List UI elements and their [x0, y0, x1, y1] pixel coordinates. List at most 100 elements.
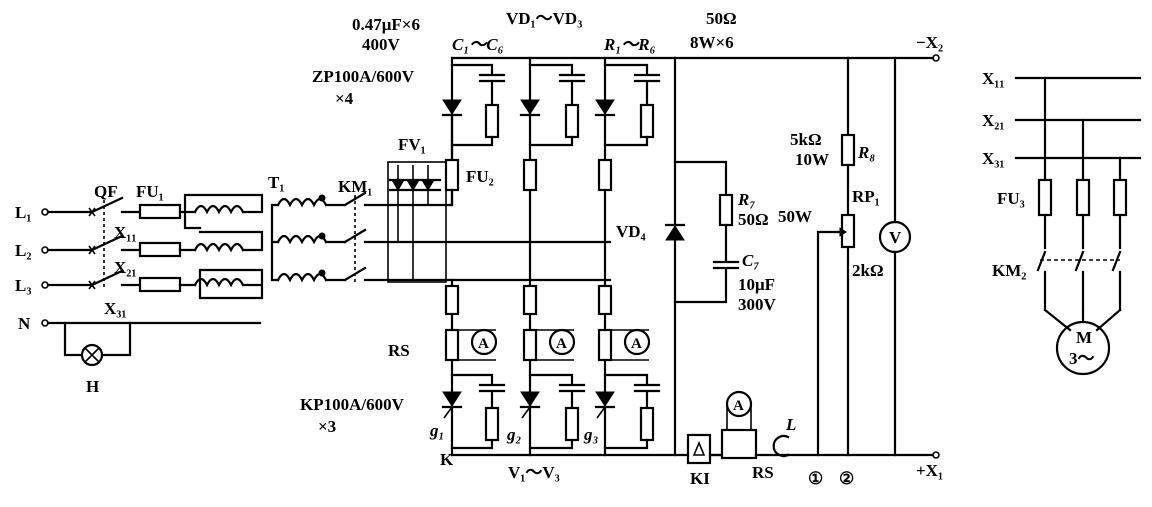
varistor-fv1: FV₁: [387, 108, 454, 283]
svg-text:VD₄: VD₄: [616, 222, 646, 241]
label-neg-x2: −X₂: [916, 33, 943, 52]
fuse-fu2-1: [444, 158, 460, 192]
coil-secondary-3: [276, 272, 328, 283]
label-cap-spec1: 0.47μF×6: [352, 15, 420, 34]
label-t1: T₁: [268, 173, 284, 192]
fuse-col2-bottom: [522, 284, 538, 316]
label-node1: ①: [808, 469, 823, 488]
svg-text:H: H: [86, 377, 99, 396]
fuse-fu1-1: [138, 203, 182, 220]
fuse-fu2-2: [522, 158, 538, 192]
svg-text:A: A: [478, 336, 489, 352]
svg-text:2kΩ: 2kΩ: [852, 261, 884, 280]
label-g1: g₁: [429, 421, 444, 440]
svg-text:RS: RS: [752, 463, 774, 482]
fuse-fu3-3: [1112, 178, 1128, 217]
label-fu2: FU₂: [466, 167, 494, 186]
diode-vd1: [442, 99, 462, 115]
transformer-section: T₁ KM₁: [268, 173, 612, 285]
label-r8: R₈: [857, 143, 875, 162]
label-fu3: FU₃: [997, 189, 1025, 208]
svg-text:0.47μF×6: 0.47μF×6: [352, 15, 420, 34]
svg-text:8W×6: 8W×6: [690, 33, 734, 52]
label-rp1: RP₁: [852, 187, 880, 206]
terminal-x2: [932, 54, 940, 62]
svg-text:+X₁: +X₁: [916, 461, 943, 480]
svg-text:V₁～V₃: V₁～V₃: [508, 463, 560, 482]
label-kp-spec2: ×3: [318, 417, 336, 436]
rectifier-bridge: A A A 0.47μF×6 400V VD₁～VD₃ C₁～C₆ R₁～R₆ …: [300, 9, 707, 482]
svg-text:3～: 3～: [1069, 349, 1095, 368]
resistor-r8: [840, 133, 856, 167]
label-l2: L₂: [15, 241, 31, 260]
diode-vd3: [595, 99, 615, 115]
supply-section: L₁ L₂ L₃ N H QF FU₁ X₁₁ X₂₁ X₃₁: [15, 182, 264, 396]
fuse-fu3-1: [1037, 178, 1053, 217]
svg-text:X₂₁: X₂₁: [114, 258, 136, 277]
inductor-l: [772, 434, 790, 458]
km1-contacts: [343, 191, 367, 282]
svg-text:g₂: g₂: [506, 425, 522, 444]
label-km2: KM₂: [992, 261, 1026, 280]
fuse-fu3-2: [1075, 178, 1091, 217]
svg-text:g₃: g₃: [583, 425, 599, 444]
label-c7-volt: 300V: [738, 295, 777, 314]
svg-text:②: ②: [839, 469, 854, 488]
thyristor-v1: [442, 391, 462, 407]
svg-text:X₁₁: X₁₁: [982, 69, 1004, 88]
svg-text:C₇: C₇: [742, 251, 759, 270]
terminal-x1: [932, 451, 940, 459]
svg-text:FU₃: FU₃: [997, 189, 1025, 208]
svg-text:X₃₁: X₃₁: [982, 149, 1004, 168]
label-v-range: V₁～V₃: [508, 463, 560, 482]
label-k: K: [440, 450, 454, 469]
svg-text:KP100A/600V: KP100A/600V: [300, 395, 405, 414]
motor: [1055, 320, 1111, 376]
label-rp1-val: 2kΩ: [852, 261, 884, 280]
label-h: H: [86, 377, 99, 396]
label-rs-left: RS: [388, 341, 410, 360]
label-r8-val1: 5kΩ: [790, 130, 822, 149]
svg-text:C₁～C₆: C₁～C₆: [452, 35, 504, 54]
svg-text:VD₁～VD₃: VD₁～VD₃: [506, 9, 582, 28]
coil-primary-1: [193, 204, 245, 215]
shunt-rs-bottom: [720, 428, 758, 460]
label-r7: R₇: [737, 190, 755, 209]
coil-secondary-2: [276, 234, 328, 245]
motor-section: M 3～ X₁₁ X₂₁ X₃₁ FU₃ KM₂: [982, 69, 1142, 376]
svg-text:L₃: L₃: [15, 276, 31, 295]
svg-text:RP₁: RP₁: [852, 187, 880, 206]
dc-output-section: A V 50Ω 8W×6 −X₂ +X₁ VD₄ R₇ 50Ω C₇ 10μF …: [616, 9, 943, 488]
svg-text:5kΩ: 5kΩ: [790, 130, 822, 149]
svg-text:300V: 300V: [738, 295, 777, 314]
svg-text:FV₁: FV₁: [398, 135, 426, 154]
voltmeter-label: V: [889, 228, 902, 247]
svg-text:N: N: [18, 314, 31, 333]
label-r8-val2: 10W: [795, 150, 829, 169]
label-ki: KI: [690, 469, 710, 488]
ammeter-2-label: A: [556, 336, 567, 352]
svg-text:QF: QF: [94, 182, 118, 201]
fuse-fu2-3: [597, 158, 613, 192]
relay-ki: [686, 433, 712, 465]
svg-text:10μF: 10μF: [738, 275, 775, 294]
label-zp-spec2: ×4: [335, 89, 354, 108]
shunt-rs-3: [597, 328, 613, 362]
label-vd4: VD₄: [616, 222, 646, 241]
svg-text:RS: RS: [388, 341, 410, 360]
svg-text:KM₂: KM₂: [992, 261, 1026, 280]
svg-text:KM₁: KM₁: [338, 177, 372, 196]
svg-text:g₁: g₁: [429, 421, 444, 440]
label-x21-left: X₂₁: [114, 258, 136, 277]
resistor-r7: [718, 193, 734, 227]
diode-vd2: [520, 99, 540, 115]
label-r7-val: 50Ω: [738, 210, 769, 229]
label-rs-bottom: RS: [752, 463, 774, 482]
svg-text:T₁: T₁: [268, 173, 284, 192]
label-g3: g₃: [583, 425, 599, 444]
ammeter-1-label: A: [478, 336, 489, 352]
svg-text:50Ω: 50Ω: [706, 9, 737, 28]
fuse-fu1-2: [138, 241, 182, 258]
label-c7: C₇: [742, 251, 759, 270]
